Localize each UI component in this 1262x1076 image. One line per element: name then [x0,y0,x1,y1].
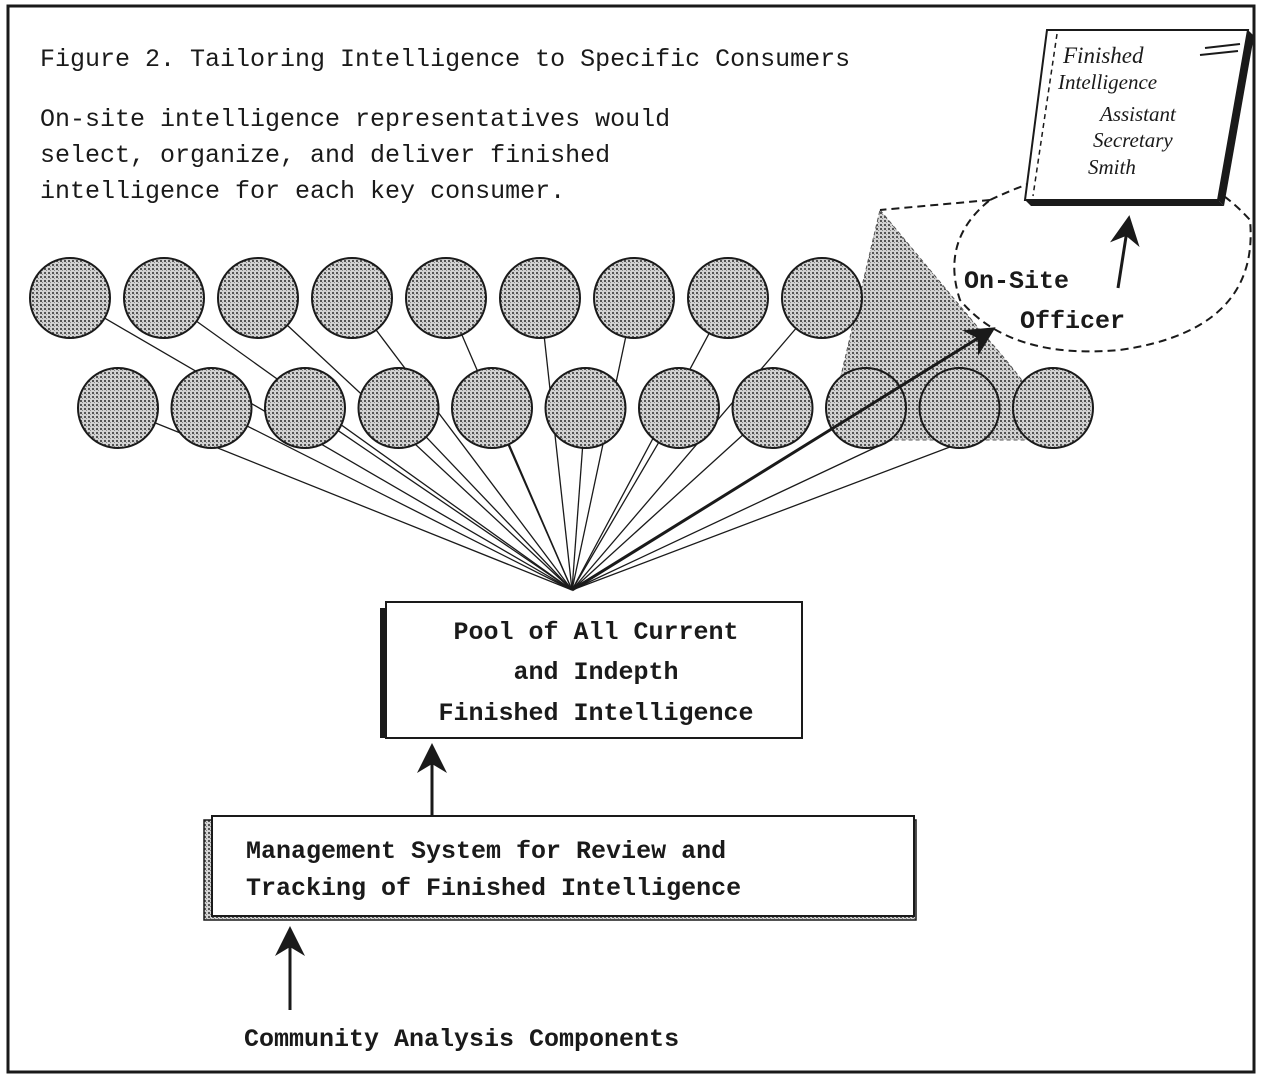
connector-line [246,425,573,591]
consumer-circle-upper-9 [781,257,863,339]
consumer-circle-lower-3 [264,367,346,449]
arrow-diagonal-icon [571,327,996,592]
management-line-2: Tracking of Finished Intelligence [246,874,741,903]
connector-line [104,317,573,591]
connector-line [154,422,573,591]
report-line-1: Finished [1062,43,1144,68]
report-line-4: Secretary [1093,128,1173,152]
consumer-circle-lower-6 [544,367,627,449]
connector-line [571,434,744,591]
consumer-circle-lower-5 [451,367,533,449]
consumer-circle-upper-1 [29,257,111,339]
consumer-circle-lower-1 [77,367,159,449]
consumer-circle-upper-2 [123,257,205,339]
connector-line [196,320,573,591]
consumer-circle-upper-7 [593,257,675,339]
connector-line [571,424,924,591]
figure-title: Figure 2. Tailoring Intelligence to Spec… [40,45,850,74]
consumer-circle-lower-2 [170,367,253,449]
connector-line [286,324,573,591]
source-label: Community Analysis Components [244,1025,679,1054]
arrow-up-icon [1109,215,1140,289]
report-line-2: Intelligence [1057,70,1157,94]
management-line-1: Management System for Review and [246,837,726,866]
connector-line [571,447,584,591]
bubble-edge-left [879,199,991,211]
finished-intelligence-report: Finished Intelligence Assistant Secretar… [1023,29,1254,206]
officer-label-2: Officer [1020,307,1125,336]
consumer-circle-upper-5 [405,257,487,339]
caption-line-2: select, organize, and deliver finished [40,141,610,170]
consumer-circle-upper-4 [311,257,393,339]
consumer-circle-upper-8 [687,257,769,339]
connector-line [571,442,660,591]
figure-frame [6,4,1256,1074]
connector-line [571,421,1016,591]
consumer-circle-lower-4 [357,367,440,449]
pool-line-3: Finished Intelligence [438,699,753,728]
report-line-5: Smith [1088,155,1136,179]
consumer-circle-lower-7 [638,367,720,449]
pool-box: Pool of All Current and Indepth Finished… [380,601,803,739]
connector-line [543,337,573,591]
connector-line [507,444,573,591]
connector-line [571,336,627,591]
connector-lines [104,317,1016,591]
pool-line-2: and Indepth [513,658,678,687]
pool-line-1: Pool of All Current [453,618,738,647]
officer-label-1: On-Site [964,267,1069,296]
consumer-circle-lower-8 [731,367,814,449]
consumer-circle-lower-10 [918,367,1001,449]
connector-line [425,436,573,591]
consumer-circle-upper-3 [217,257,299,339]
caption-line-3: intelligence for each key consumer. [40,177,565,206]
consumer-circle-upper-6 [499,257,581,339]
connector-line [337,429,573,591]
consumer-circle-lower-11 [1012,367,1094,449]
report-line-3: Assistant [1098,102,1177,126]
management-box: Management System for Review and Trackin… [203,815,917,921]
caption-line-1: On-site intelligence representatives wou… [40,105,670,134]
